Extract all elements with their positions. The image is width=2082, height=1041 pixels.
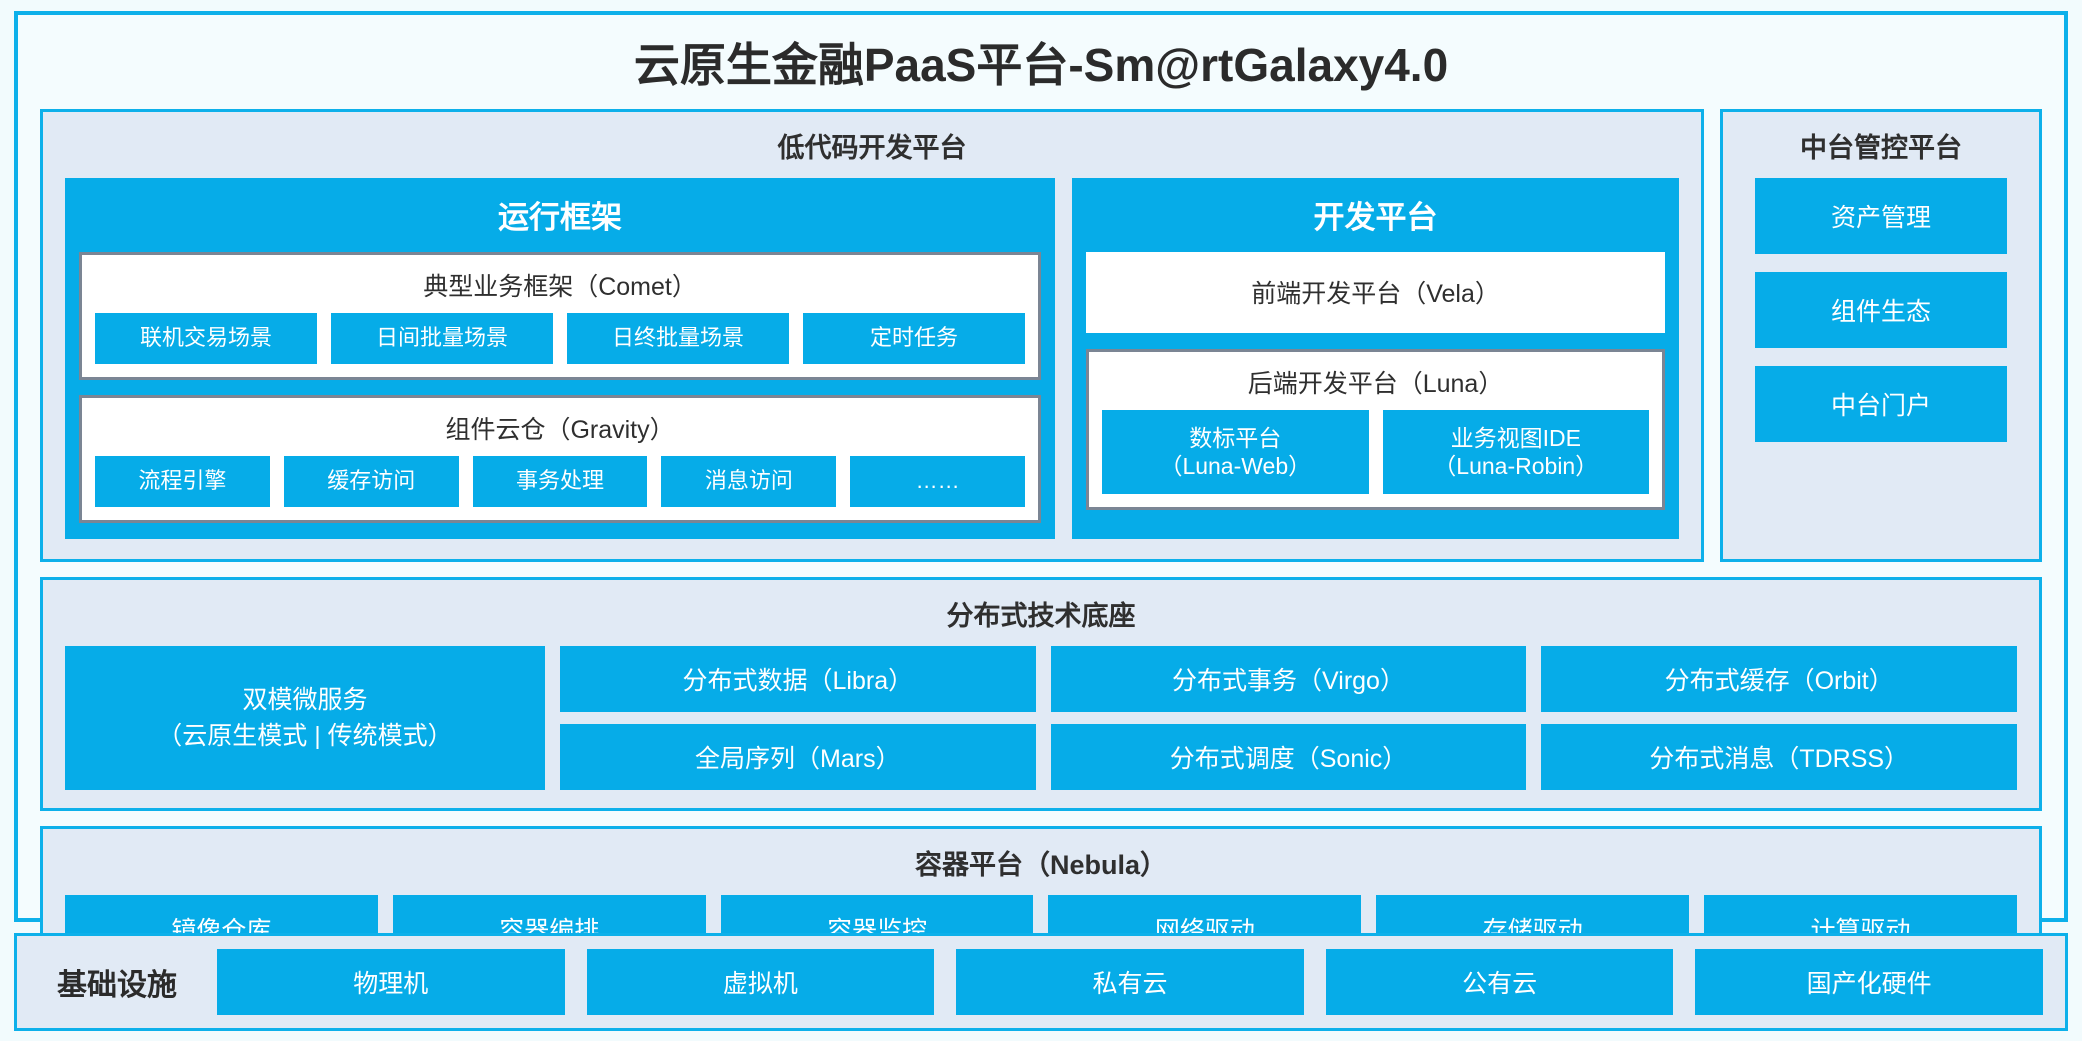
microservice-cell[interactable]: 双模微服务 （云原生模式 | 传统模式） [65, 645, 545, 790]
luna-card: 后端开发平台（Luna） 数标平台 （Luna-Web） 业务视图IDE （Lu… [1086, 349, 1665, 511]
tech-cell-virgo[interactable]: 分布式事务（Virgo） [1050, 645, 1527, 712]
gravity-chip-row: 流程引擎 缓存访问 事务处理 消息访问 …… [95, 456, 1026, 507]
runtime-framework-title: 运行框架 [498, 200, 623, 236]
infra-cell-virtual[interactable]: 虚拟机 [586, 949, 935, 1015]
control-item-component[interactable]: 组件生态 [1755, 272, 2007, 349]
infra-cell-domestic-hardware[interactable]: 国产化硬件 [1695, 949, 2043, 1015]
platform-main-card: 云原生金融PaaS平台-Sm@rtGalaxy4.0 低代码开发平台 运行框架 … [14, 11, 2068, 986]
platform-layers: 低代码开发平台 运行框架 典型业务框架（Comet） 联机交易场景 日间批量场景… [40, 109, 2042, 986]
gravity-chip[interactable]: 流程引擎 [95, 456, 270, 507]
luna-chip-robin-code: （Luna-Robin） [1433, 453, 1599, 480]
top-row: 低代码开发平台 运行框架 典型业务框架（Comet） 联机交易场景 日间批量场景… [40, 109, 2042, 562]
tech-col-2: 分布式事务（Virgo） 分布式调度（Sonic） [1050, 645, 1527, 790]
container-platform-title: 容器平台（Nebula） [914, 849, 1168, 880]
luna-chip-robin-name: 业务视图IDE [1450, 425, 1581, 452]
luna-chip-web[interactable]: 数标平台 （Luna-Web） [1102, 410, 1369, 495]
control-item-portal[interactable]: 中台门户 [1755, 366, 2007, 443]
tech-col-3: 分布式缓存（Orbit） 分布式消息（TDRSS） [1541, 645, 2018, 790]
dev-platform-title: 开发平台 [1313, 200, 1438, 236]
infrastructure-label: 基础设施 [57, 969, 177, 1002]
comet-chip-row: 联机交易场景 日间批量场景 日终批量场景 定时任务 [95, 313, 1026, 365]
infra-cell-private-cloud[interactable]: 私有云 [956, 949, 1304, 1015]
luna-title: 后端开发平台（Luna） [1247, 370, 1504, 399]
control-platform-list: 资产管理 组件生态 中台门户 [1723, 178, 2039, 559]
control-platform-title: 中台管控平台 [1800, 133, 1962, 164]
infra-cell-physical[interactable]: 物理机 [217, 949, 565, 1015]
dev-platform-block: 开发平台 前端开发平台（Vela） 后端开发平台（Luna） 数标平台 （Lun… [1072, 178, 1679, 539]
lowcode-platform-title: 低代码开发平台 [777, 133, 967, 164]
gravity-chip-more[interactable]: …… [850, 456, 1026, 507]
tech-col-microservice: 双模微服务 （云原生模式 | 传统模式） [65, 645, 545, 790]
container-platform-panel: 容器平台（Nebula） 镜像仓库 容器编排 容器监控 网络驱动 存储驱动 计算… [40, 825, 2042, 986]
gravity-chip[interactable]: 事务处理 [472, 456, 648, 507]
luna-chip-row: 数标平台 （Luna-Web） 业务视图IDE （Luna-Robin） [1102, 410, 1649, 495]
control-item-asset[interactable]: 资产管理 [1755, 178, 2007, 255]
runtime-framework-block: 运行框架 典型业务框架（Comet） 联机交易场景 日间批量场景 日终批量场景 … [65, 178, 1056, 539]
gravity-chip[interactable]: 消息访问 [661, 456, 837, 507]
tech-base-panel: 分布式技术底座 双模微服务 （云原生模式 | 传统模式） 分布式数据（Libra… [40, 576, 2042, 811]
tech-cell-sonic[interactable]: 分布式调度（Sonic） [1050, 723, 1527, 790]
tech-base-title: 分布式技术底座 [946, 600, 1136, 631]
comet-card: 典型业务框架（Comet） 联机交易场景 日间批量场景 日终批量场景 定时任务 [79, 252, 1042, 381]
comet-chip[interactable]: 日终批量场景 [567, 313, 790, 365]
lowcode-platform-body: 运行框架 典型业务框架（Comet） 联机交易场景 日间批量场景 日终批量场景 … [43, 178, 1701, 559]
gravity-title: 组件云仓（Gravity） [445, 416, 675, 445]
tech-cell-mars[interactable]: 全局序列（Mars） [560, 723, 1036, 790]
comet-chip[interactable]: 联机交易场景 [95, 313, 318, 365]
infrastructure-bar: 基础设施 物理机 虚拟机 私有云 公有云 国产化硬件 [14, 933, 2068, 1031]
tech-base-body: 双模微服务 （云原生模式 | 传统模式） 分布式数据（Libra） 全局序列（M… [43, 645, 2039, 808]
page-title: 云原生金融PaaS平台-Sm@rtGalaxy4.0 [633, 39, 1449, 91]
tech-cell-libra[interactable]: 分布式数据（Libra） [560, 645, 1036, 712]
control-platform-panel: 中台管控平台 资产管理 组件生态 中台门户 [1720, 109, 2042, 562]
comet-chip[interactable]: 日间批量场景 [331, 313, 554, 365]
luna-chip-web-name: 数标平台 [1189, 425, 1282, 452]
vela-card[interactable]: 前端开发平台（Vela） [1086, 252, 1665, 334]
tech-cell-tdrss[interactable]: 分布式消息（TDRSS） [1541, 723, 2018, 790]
tech-col-1: 分布式数据（Libra） 全局序列（Mars） [560, 645, 1036, 790]
tech-cell-orbit[interactable]: 分布式缓存（Orbit） [1541, 645, 2018, 712]
gravity-card: 组件云仓（Gravity） 流程引擎 缓存访问 事务处理 消息访问 …… [79, 395, 1042, 523]
comet-chip[interactable]: 定时任务 [803, 313, 1026, 365]
infra-cell-public-cloud[interactable]: 公有云 [1325, 949, 1674, 1015]
luna-chip-web-code: （Luna-Web） [1159, 453, 1312, 480]
gravity-chip[interactable]: 缓存访问 [283, 456, 459, 507]
microservice-line2: （云原生模式 | 传统模式） [157, 721, 453, 750]
microservice-line1: 双模微服务 [242, 685, 368, 714]
comet-title: 典型业务框架（Comet） [423, 273, 697, 302]
luna-chip-robin[interactable]: 业务视图IDE （Luna-Robin） [1382, 410, 1649, 495]
lowcode-platform-panel: 低代码开发平台 运行框架 典型业务框架（Comet） 联机交易场景 日间批量场景… [40, 109, 1704, 562]
